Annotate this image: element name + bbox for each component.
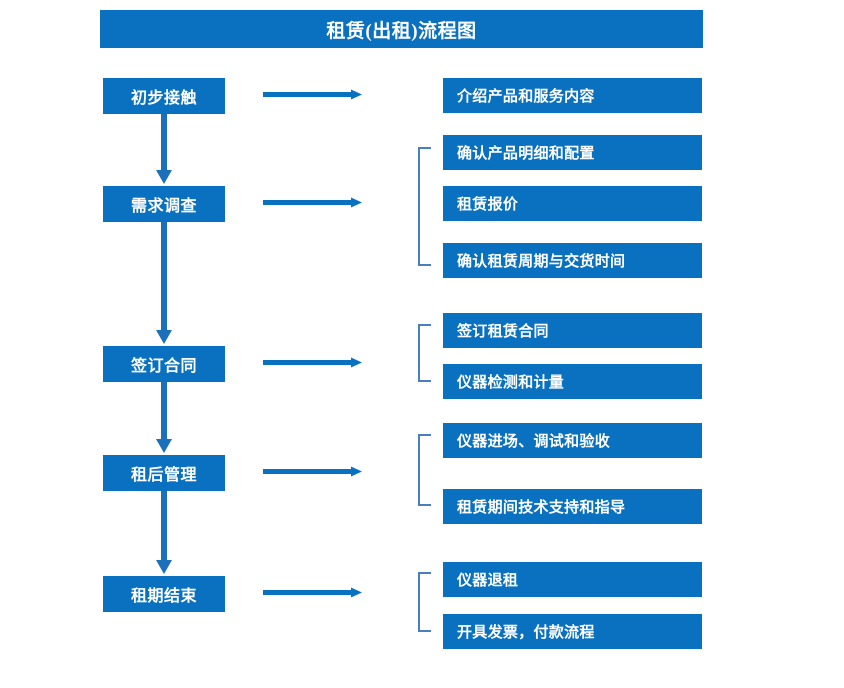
vertical-arrow-contact-to-survey [156, 114, 172, 184]
stage-box-needs-survey[interactable]: 需求调查 [103, 186, 225, 222]
group-bracket-sign-contract [418, 324, 431, 382]
stage-box-initial-contact[interactable]: 初步接触 [103, 78, 225, 114]
vertical-arrow-survey-to-contract [156, 222, 172, 344]
stage-box-rental-end[interactable]: 租期结束 [103, 576, 225, 612]
group-bracket-post-rental [418, 434, 431, 506]
vertical-arrow-contract-to-management [156, 382, 172, 453]
horizontal-arrow-needs-survey [263, 197, 362, 208]
detail-box-instrument-return[interactable]: 仪器退租 [443, 562, 702, 597]
detail-box-instrument-delivery-commissioning[interactable]: 仪器进场、调试和验收 [443, 423, 702, 458]
stage-box-sign-contract[interactable]: 签订合同 [103, 346, 225, 382]
detail-box-rental-quote[interactable]: 租赁报价 [443, 186, 702, 221]
detail-box-introduce-products[interactable]: 介绍产品和服务内容 [443, 78, 702, 113]
detail-box-sign-rental-contract[interactable]: 签订租赁合同 [443, 313, 702, 348]
detail-box-confirm-rental-period[interactable]: 确认租赁周期与交货时间 [443, 243, 702, 278]
page-title: 租赁(出租)流程图 [100, 10, 703, 48]
stage-box-post-rental-management[interactable]: 租后管理 [103, 455, 225, 491]
vertical-arrow-management-to-end [156, 491, 172, 574]
group-bracket-needs-survey [418, 147, 431, 266]
horizontal-arrow-sign-contract [263, 357, 362, 368]
detail-box-invoice-payment[interactable]: 开具发票，付款流程 [443, 614, 702, 649]
horizontal-arrow-rental-end [263, 587, 362, 598]
horizontal-arrow-initial-contact [263, 89, 362, 100]
detail-box-instrument-inspection[interactable]: 仪器检测和计量 [443, 364, 702, 399]
horizontal-arrow-post-rental [263, 466, 362, 477]
detail-box-technical-support[interactable]: 租赁期间技术支持和指导 [443, 489, 702, 524]
group-bracket-rental-end [418, 572, 431, 632]
detail-box-confirm-product-details[interactable]: 确认产品明细和配置 [443, 135, 702, 170]
